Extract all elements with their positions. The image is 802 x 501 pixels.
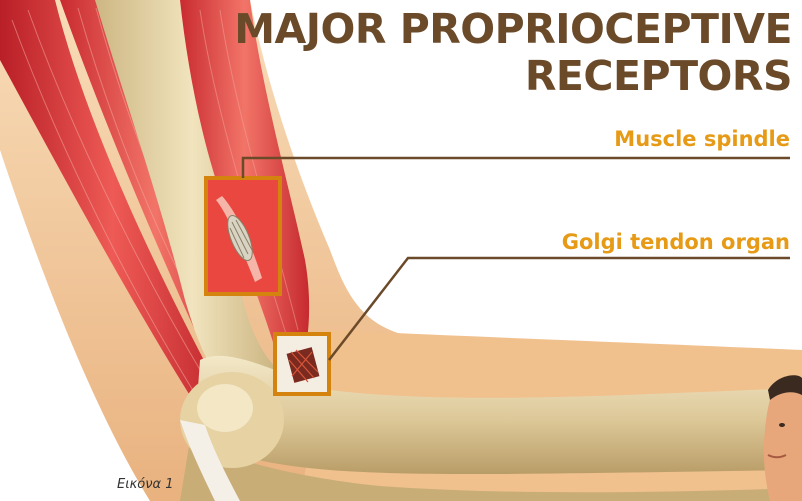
figure-title: MAJOR PROPRIOCEPTIVE RECEPTORS [234, 6, 792, 100]
golgi-tendon-organ-label: Golgi tendon organ [562, 229, 790, 255]
muscle-spindle-callout [206, 178, 280, 294]
title-line-2: RECEPTORS [234, 53, 792, 100]
title-line-1: MAJOR PROPRIOCEPTIVE [234, 6, 792, 53]
figure-caption: Εικόνα 1 [117, 477, 173, 493]
muscle-spindle-leader [243, 158, 790, 178]
person-face-partial [764, 375, 802, 501]
golgi-tendon-callout [275, 334, 329, 394]
muscle-spindle-label: Muscle spindle [614, 126, 790, 152]
